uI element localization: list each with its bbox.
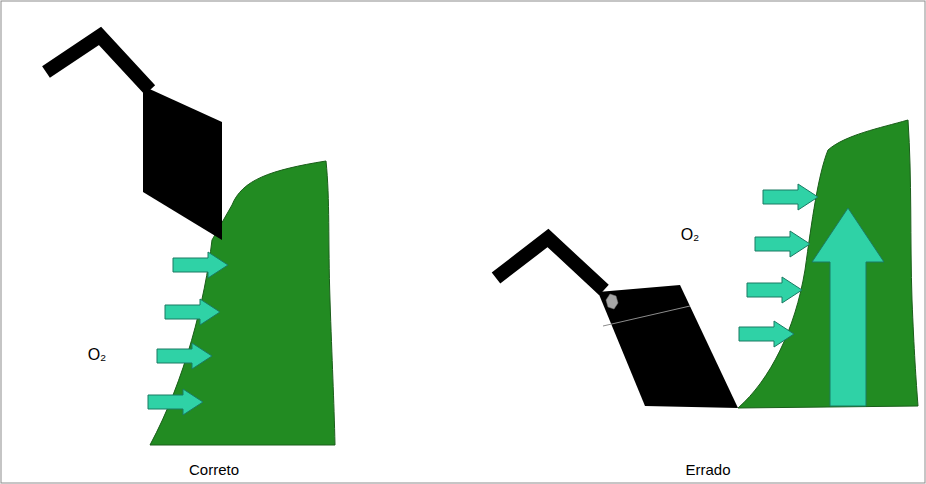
oxygen-arrow [747, 277, 802, 303]
instrument-blade [598, 285, 738, 408]
oxygen-arrow [148, 389, 203, 415]
gas-label: O₂ [681, 226, 700, 244]
oxygen-arrow [739, 321, 794, 347]
panel-caption: Correto [189, 461, 239, 479]
instrument-blade [143, 86, 222, 240]
oxygen-arrow [157, 343, 212, 369]
upward-displacement-arrow [812, 208, 884, 406]
instrument-handle [46, 36, 150, 90]
instrument-handle [496, 238, 604, 290]
blade-edge-line [603, 306, 690, 326]
oxygen-arrow [763, 184, 818, 210]
gas-label: O₂ [88, 346, 107, 364]
gingiva-tissue [738, 120, 918, 408]
wrong-panel [496, 120, 918, 408]
oxygen-arrow [173, 252, 228, 278]
correct-panel [46, 36, 335, 445]
oxygen-arrow [165, 299, 220, 325]
debris-particle [606, 294, 618, 309]
panel-caption: Errado [685, 461, 730, 479]
oxygen-arrow [755, 231, 810, 257]
